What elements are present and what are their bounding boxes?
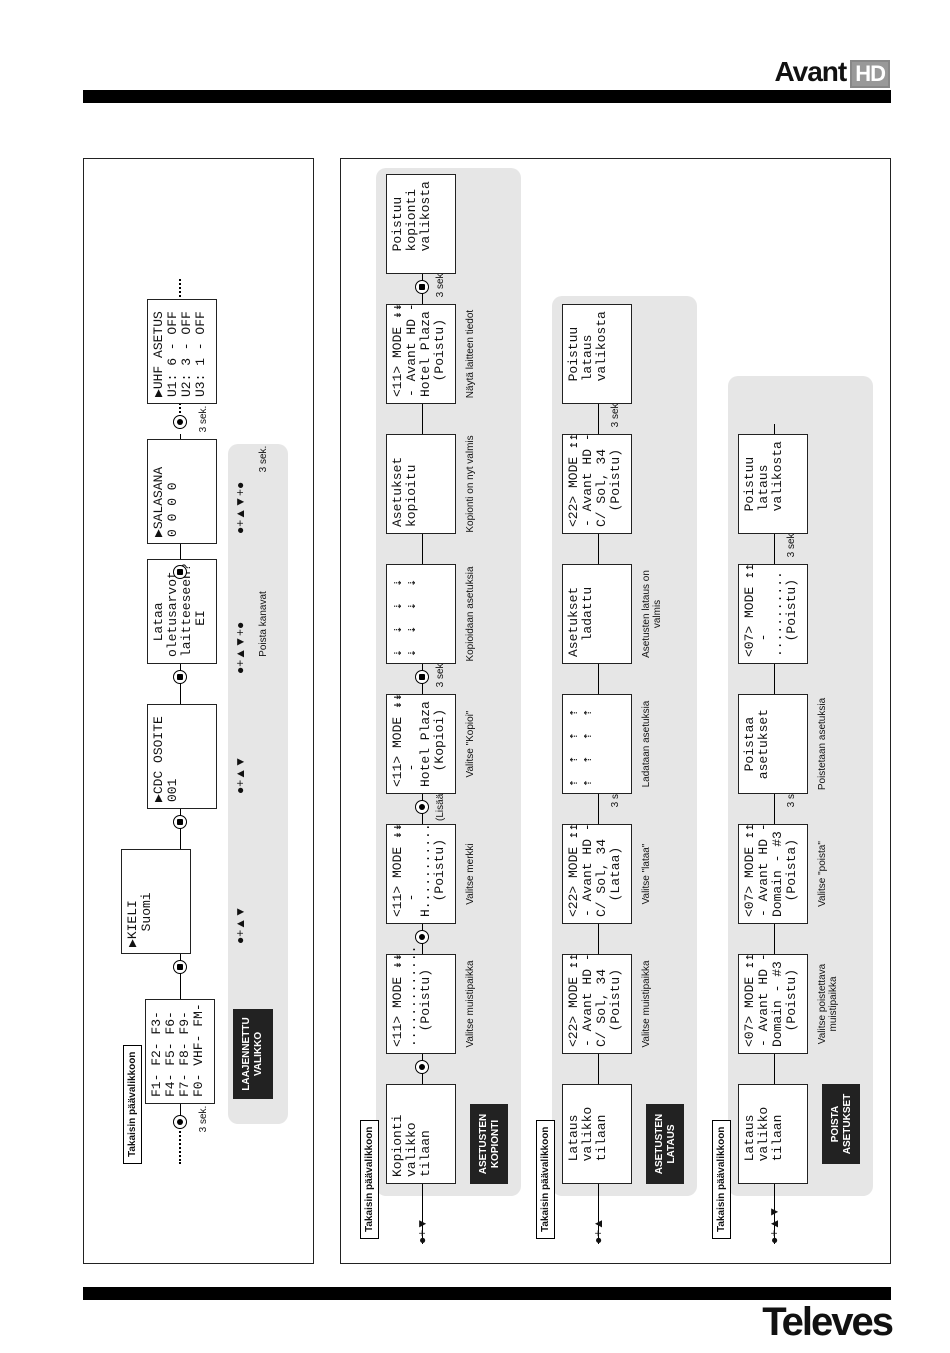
lcd-delete-menu: Lataus valikko tilaan: [738, 1084, 808, 1184]
lcd-loading: ⇡ ⇡ ⇡ ⇡⇡ ⇡ ⇡ ⇡: [562, 694, 632, 794]
lcd-copy-slot: <11> MODE ↡↡............. (Poistu): [386, 946, 456, 1054]
lcd-load-info: <22> MODE ↥↥- Avant HD -C/ Sol, 34 (Pois…: [562, 433, 632, 534]
lcd-loaded: Asetukset ladattu: [562, 564, 632, 664]
lcd-device-info: <11> MODE ↡↡- Avant HD -Hotel Plaza (Poi…: [386, 303, 456, 404]
lcd-load-slot: <22> MODE ↥↥- Avant HD -C/ Sol, 34 (Pois…: [562, 953, 632, 1054]
lcd-delete-slot: <07> MODE ↥↥- Avant HD -Domain - #3 (Poi…: [738, 953, 808, 1054]
footer-bar: [83, 1287, 891, 1300]
lcd-channels: F1- F2- F3-F4- F5- F6-F7- F8- F9-F0- VHF…: [145, 999, 215, 1104]
extended-menu-label: LAAJENNETTU VALIKKO: [233, 1009, 273, 1099]
lcd-load-confirm: <22> MODE ↥↥- Avant HD -C/ Sol, 34 (Lata…: [562, 823, 632, 924]
extended-menu-diagram: 3 sek. Takaisin päävalikkoon F1- F2- F3-…: [83, 158, 314, 1264]
load-settings-label: ASETUSTEN LATAUS: [646, 1104, 684, 1184]
stop-button-icon: [173, 670, 187, 684]
copy-settings-label: ASETUSTEN KOPIONTI: [470, 1104, 508, 1184]
ok-button-icon: [173, 1115, 187, 1129]
lcd-copying: ⇣ ⇣ ⇣ ⇣⇣ ⇣ ⇣ ⇣: [386, 564, 456, 664]
lcd-delete-empty: <07> MODE ↥↥ -........... (Poistu): [738, 563, 808, 664]
stop-button-icon: [173, 960, 187, 974]
lcd-copy-exit: Poistuu kopionti valikosta: [386, 174, 456, 274]
stop-button-icon: [173, 565, 187, 579]
delete-settings-label: POISTA ASETUKSET: [822, 1084, 860, 1164]
lcd-load-exit: Poistuu lataus valikosta: [562, 304, 632, 404]
back-to-main-callout: Takaisin päävalikkoon: [123, 1044, 142, 1164]
ok-button-icon: [173, 415, 187, 429]
lcd-kieli: ▶KIELI Suomi: [121, 849, 191, 954]
left-panel-frame: [83, 158, 314, 1264]
lcd-copy-confirm: <11> MODE ↡↡ -Hotel Plaza (Kopioi): [386, 693, 456, 794]
header-bar: [83, 90, 891, 103]
lcd-copy-char: <11> MODE ↡↡ -H........... (Poistu): [386, 823, 456, 924]
right-panel-frame: [340, 158, 891, 1264]
televes-logo: Televes: [762, 1300, 894, 1344]
lcd-load-menu: Lataus valikko tilaan: [562, 1084, 632, 1184]
lcd-delete-confirm: <07> MODE ↥↥- Avant HD -Domain - #3 (Poi…: [738, 823, 808, 924]
lcd-delete-exit: Poistuu lataus valikosta: [738, 434, 808, 534]
lcd-deleting: Poistaa asetukset: [738, 694, 808, 794]
stop-button-icon: [173, 815, 187, 829]
